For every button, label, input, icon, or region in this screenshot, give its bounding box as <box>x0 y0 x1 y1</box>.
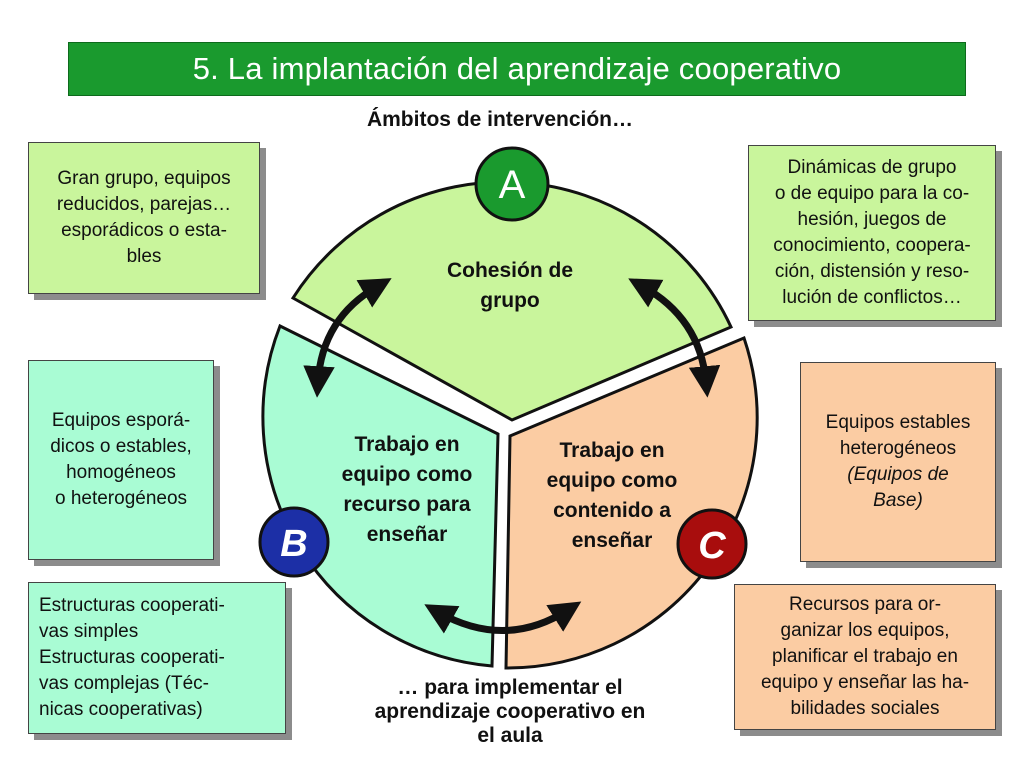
badge-c-circle <box>676 508 748 580</box>
box-a-left: Gran grupo, equipos reducidos, parejas… … <box>28 142 260 294</box>
box-a-left-text: Gran grupo, equipos reducidos, parejas… … <box>56 168 232 267</box>
arrow-a-c <box>628 278 721 398</box>
arrow-b-c <box>424 601 582 634</box>
box-c-top: Equipos estables heterogéneos (Equipos d… <box>800 362 996 562</box>
box-a-right-text: Dinámicas de grupo o de equipo para la c… <box>773 157 971 308</box>
box-b-bottom-text: Estructuras cooperati- vas simples Estru… <box>39 595 225 720</box>
subtitle: Ámbitos de intervención… <box>366 108 634 131</box>
box-c-bottom: Recursos para or- ganizar los equipos, p… <box>734 584 996 730</box>
segment-c-label: Trabajo en equipo como contenido a enseñ… <box>546 439 678 552</box>
bottom-caption: … para implementar el aprendizaje cooper… <box>374 676 646 747</box>
segment-a-label: Cohesión de grupo <box>446 259 573 312</box>
box-a-right: Dinámicas de grupo o de equipo para la c… <box>748 145 996 321</box>
badge-a: A <box>499 163 526 207</box>
box-c-bottom-text: Recursos para or- ganizar los equipos, p… <box>760 594 970 719</box>
box-c-top-text: Equipos estables heterogéneos <box>825 412 971 459</box>
badge-b: B <box>280 523 307 565</box>
badge-c: C <box>698 525 726 567</box>
badge-b-circle <box>258 506 330 578</box>
badge-a-circle <box>474 146 550 222</box>
segment-b-label: Trabajo en equipo como recurso para ense… <box>341 433 473 546</box>
box-b-top: Equipos esporá- dicos o estables, homogé… <box>28 360 214 560</box>
page-title: 5. La implantación del aprendizaje coope… <box>192 51 842 86</box>
arrow-a-b <box>303 278 392 398</box>
box-c-top-note: (Equipos de Base) <box>847 464 949 511</box>
title-bar: 5. La implantación del aprendizaje coope… <box>68 42 966 96</box>
box-b-bottom: Estructuras cooperati- vas simples Estru… <box>28 582 286 734</box>
box-b-top-text: Equipos esporá- dicos o estables, homogé… <box>50 410 192 509</box>
